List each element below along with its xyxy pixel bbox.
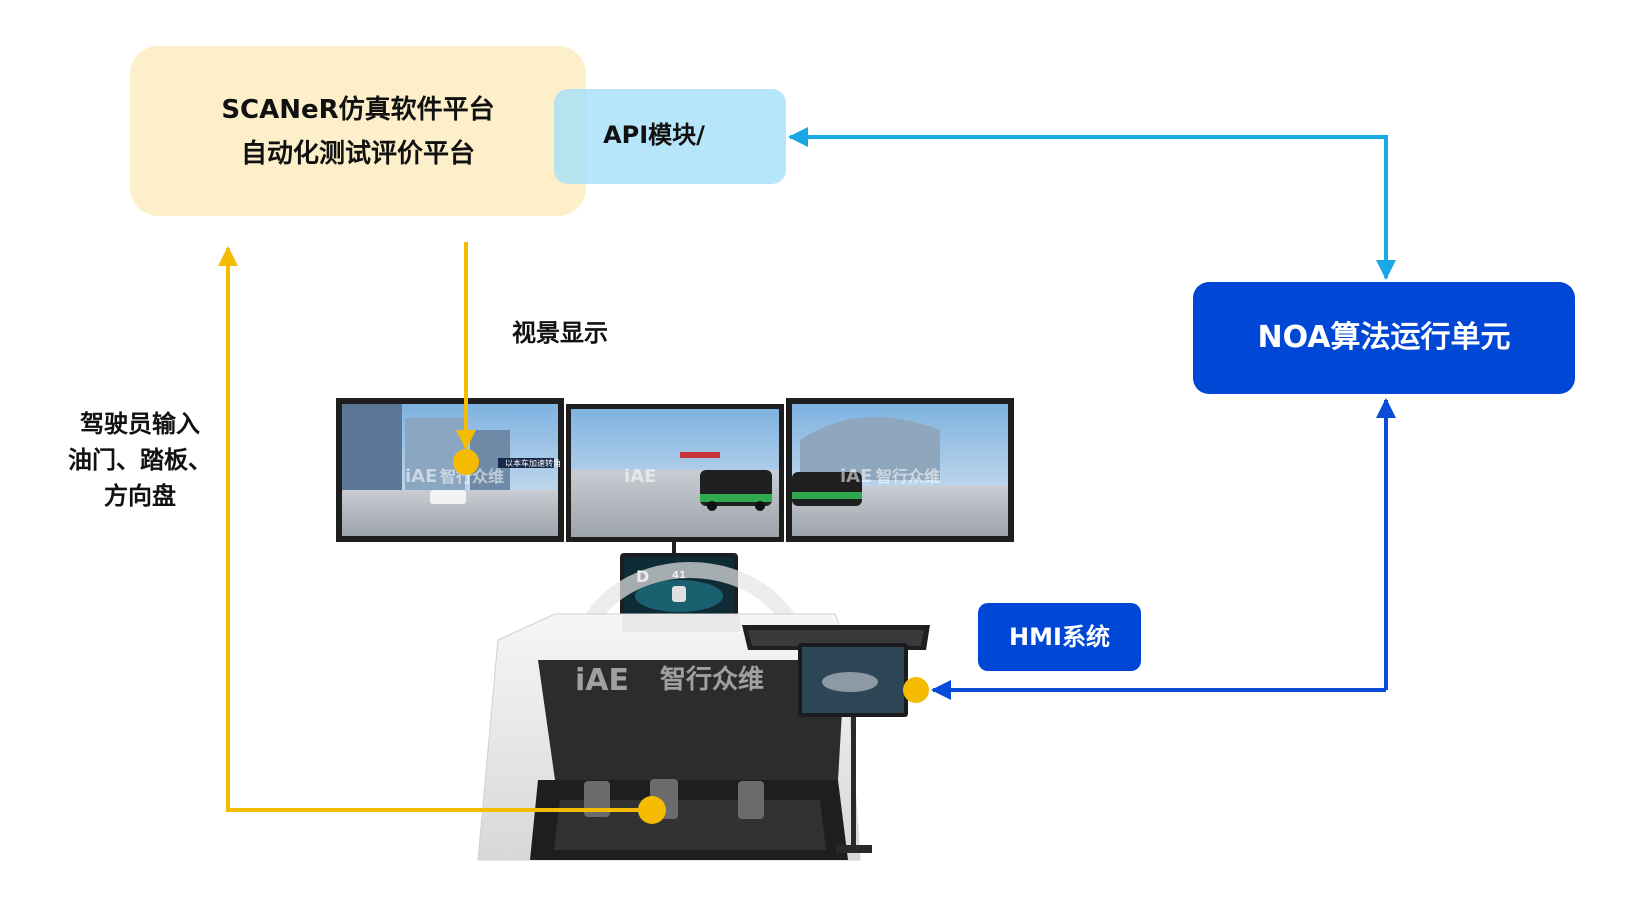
- noa-unit-box: [1193, 282, 1575, 394]
- scaner-platform-line2: 自动化测试评价平台: [240, 139, 475, 169]
- watermark-name-seat: 智行众维: [660, 664, 764, 695]
- arrow-noa-to-api: [788, 127, 1388, 277]
- api-module-box: [554, 89, 786, 184]
- connector-dot-monitor: [453, 449, 479, 475]
- scaner-platform-label: SCANeR仿真软件平台 自动化测试评价平台: [130, 88, 586, 176]
- noa-unit-label: NOA算法运行单元: [1257, 320, 1511, 355]
- scaner-platform-box: [130, 46, 586, 216]
- arrow-driver-input: [218, 246, 652, 812]
- connector-dot-pedals: [638, 796, 666, 824]
- watermark-logo-center: iAE: [624, 466, 656, 487]
- driver-input-label: 驾驶员输入 油门、踏板、 方向盘: [40, 406, 240, 514]
- hmi-screen: [798, 643, 908, 853]
- watermark-name-right: 智行众维: [876, 467, 940, 486]
- street-sign-text: 以本车加速转角: [505, 458, 561, 468]
- api-module-label: API模块/: [603, 121, 705, 149]
- driver-input-line1: 驾驶员输入: [80, 410, 200, 438]
- simulator-cockpit: [477, 562, 861, 861]
- monitor-right: [786, 398, 1014, 542]
- connector-dot-hmi: [903, 677, 929, 703]
- watermark-logo-left: iAE: [405, 466, 437, 487]
- scaner-platform-line1: SCANeR仿真软件平台: [221, 95, 495, 125]
- visual-display-label: 视景显示: [512, 319, 608, 347]
- watermark-logo-seat: iAE: [575, 663, 629, 698]
- watermark-logo-right: iAE: [840, 466, 872, 487]
- monitor-center: [566, 404, 784, 542]
- driver-input-line2: 油门、踏板、: [68, 446, 212, 474]
- watermark-name-left: 智行众维: [440, 467, 504, 486]
- driver-input-line3: 方向盘: [104, 482, 176, 510]
- hmi-system-label: HMI系统: [1009, 623, 1110, 651]
- hmi-system-box: [978, 603, 1141, 671]
